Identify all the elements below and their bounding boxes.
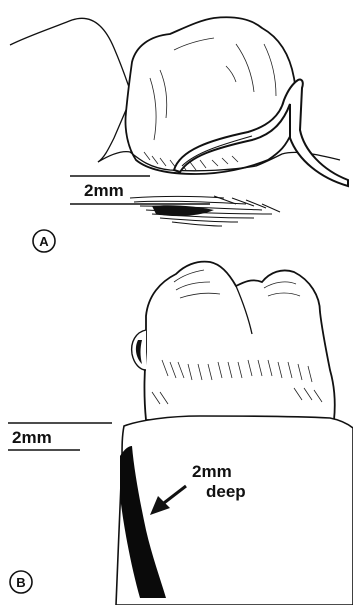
panel-a: 2mm A: [10, 17, 348, 252]
depth-label-line2: deep: [206, 482, 246, 501]
measure-label-a: 2mm: [84, 181, 124, 200]
adjacent-tooth-outline: [10, 18, 132, 162]
measure-label-b: 2mm: [12, 428, 52, 447]
panel-b-letter: B: [16, 575, 25, 590]
depth-label-line1: 2mm: [192, 462, 232, 481]
bone-shadow-a: [152, 205, 214, 216]
molar-crown-b: [145, 262, 335, 420]
panel-b: 2mm 2mm deep B: [8, 262, 353, 605]
panel-a-letter: A: [39, 234, 49, 249]
